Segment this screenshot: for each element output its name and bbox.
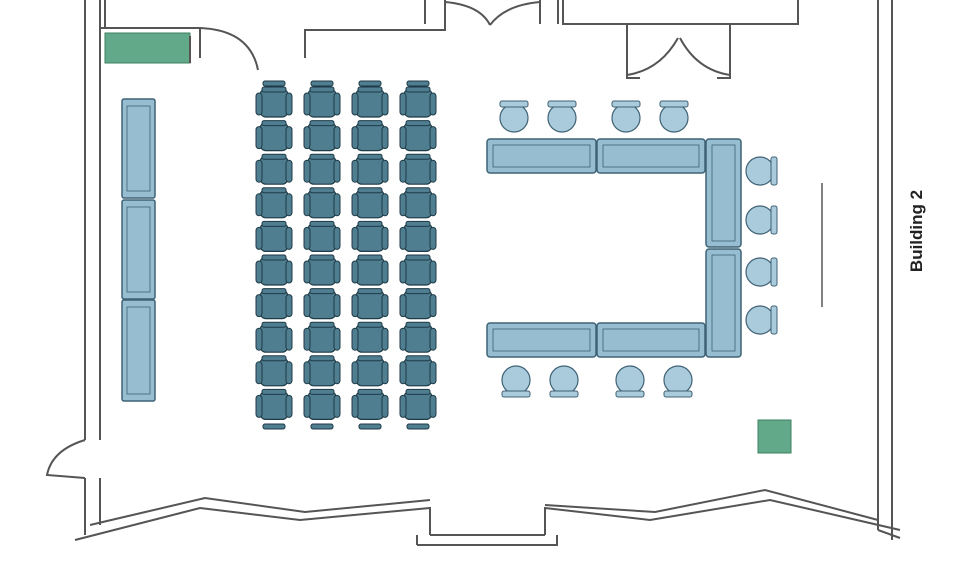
building-label: Building 2 (907, 189, 926, 273)
theater-seat (399, 86, 437, 118)
theater-seating (255, 80, 437, 430)
theater-seat (351, 120, 389, 152)
seat-row-cap (262, 423, 286, 430)
theater-seat (255, 288, 293, 320)
theater-seat (255, 388, 293, 420)
u-shape-tables (486, 138, 742, 358)
theater-seat (351, 187, 389, 219)
u-shape-chair (549, 365, 579, 398)
theater-seat (351, 153, 389, 185)
u-shape-chair (745, 156, 778, 186)
u-shape-chair (547, 100, 577, 133)
seat-row-cap (310, 80, 334, 87)
u-shape-chair (745, 305, 778, 335)
theater-seat (399, 388, 437, 420)
bottom-right-fixture (757, 419, 792, 454)
theater-seat (351, 355, 389, 387)
theater-seat (351, 388, 389, 420)
theater-seat (399, 254, 437, 286)
u-shape-chair (615, 365, 645, 398)
theater-seat (255, 120, 293, 152)
theater-seat (303, 355, 341, 387)
theater-seat (351, 254, 389, 286)
theater-seat (303, 187, 341, 219)
theater-seat (351, 321, 389, 353)
seat-row-cap (358, 80, 382, 87)
u-shape-chair (659, 100, 689, 133)
u-shape-chair (745, 257, 778, 287)
theater-seat (303, 288, 341, 320)
theater-seat (303, 321, 341, 353)
u-shape-chair (499, 100, 529, 133)
theater-seat (303, 220, 341, 252)
u-shape-chair (745, 205, 778, 235)
seat-row-cap (406, 80, 430, 87)
theater-seat (351, 220, 389, 252)
seat-row-cap (262, 80, 286, 87)
theater-seat (399, 220, 437, 252)
seat-row-cap (406, 423, 430, 430)
theater-seat (399, 321, 437, 353)
theater-seat (255, 187, 293, 219)
theater-seat (303, 388, 341, 420)
seat-row-cap (358, 423, 382, 430)
seat-row-cap (310, 423, 334, 430)
theater-seat (399, 288, 437, 320)
u-shape-chair (611, 100, 641, 133)
theater-seat (303, 120, 341, 152)
theater-seat (399, 153, 437, 185)
theater-seat (303, 153, 341, 185)
theater-seat (399, 120, 437, 152)
theater-seat (255, 254, 293, 286)
theater-seat (255, 86, 293, 118)
left-wall-tables (121, 98, 156, 402)
theater-seat (255, 220, 293, 252)
walls (45, 0, 901, 546)
u-shape-chair (501, 365, 531, 398)
theater-seat (303, 254, 341, 286)
top-left-fixture (104, 32, 191, 64)
theater-seat (351, 86, 389, 118)
theater-seat (255, 355, 293, 387)
theater-seat (399, 187, 437, 219)
u-shape-chairs (499, 100, 778, 398)
theater-seat (255, 321, 293, 353)
theater-seat (351, 288, 389, 320)
theater-seat (399, 355, 437, 387)
theater-seat (255, 153, 293, 185)
theater-seat (303, 86, 341, 118)
u-shape-chair (663, 365, 693, 398)
